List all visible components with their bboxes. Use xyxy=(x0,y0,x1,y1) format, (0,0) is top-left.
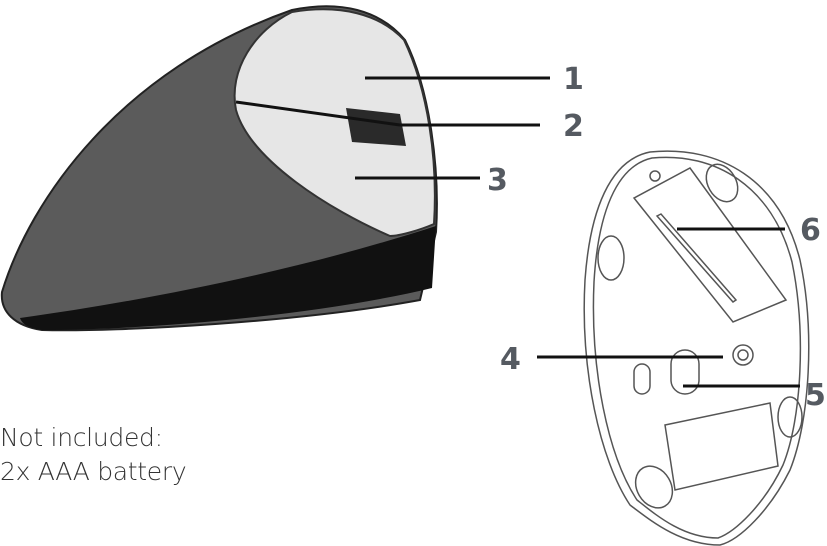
label-plate xyxy=(664,402,779,491)
screw xyxy=(649,170,661,182)
battery-slot xyxy=(655,213,738,303)
mouse-bottom-view xyxy=(583,150,810,546)
leader-2 xyxy=(235,100,401,127)
foot-left xyxy=(597,235,625,281)
sensor-inner xyxy=(737,349,749,361)
label-4: 4 xyxy=(500,342,521,377)
mouse-side-view xyxy=(0,5,438,332)
foot-right xyxy=(777,396,803,438)
note-not-included: Not included: xyxy=(0,423,163,452)
foot-top xyxy=(705,163,739,203)
leader-lines xyxy=(235,76,800,388)
mouse-base xyxy=(20,226,436,330)
bottom-outline xyxy=(583,150,810,546)
switch xyxy=(633,363,651,395)
label-2: 2 xyxy=(563,109,584,144)
connect-button xyxy=(670,349,700,395)
sensor xyxy=(732,344,754,366)
battery-cover xyxy=(632,167,788,323)
label-1: 1 xyxy=(563,62,584,97)
label-6: 6 xyxy=(800,213,821,248)
scroll-button xyxy=(346,108,406,146)
label-3: 3 xyxy=(487,163,508,198)
label-5: 5 xyxy=(805,378,826,413)
bottom-inner-outline xyxy=(592,156,802,539)
foot-bottom xyxy=(634,465,674,509)
note-battery: 2x AAA battery xyxy=(0,457,187,486)
